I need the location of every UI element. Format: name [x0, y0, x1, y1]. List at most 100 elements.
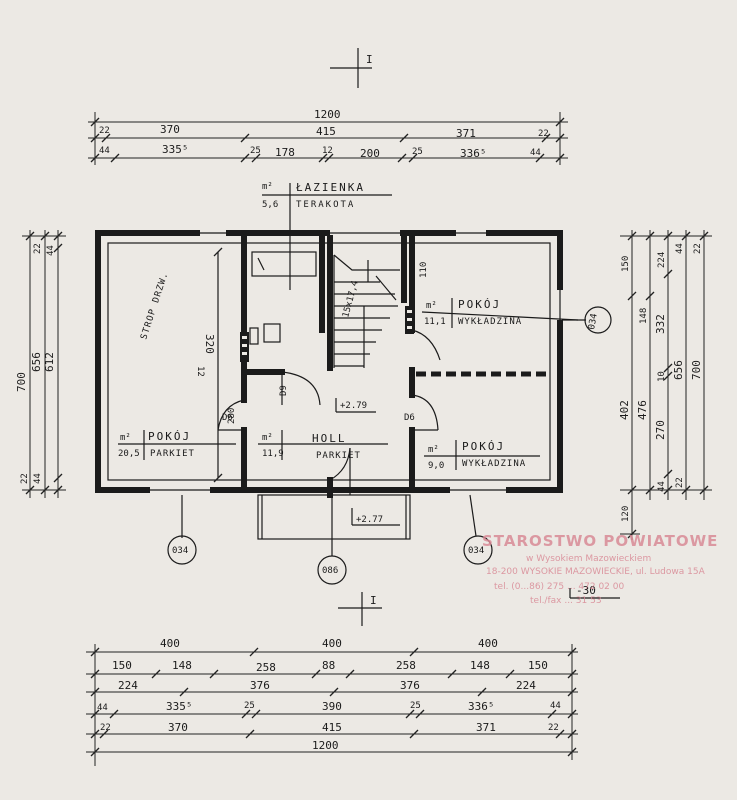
dim-bot-r2-2: 258 [256, 661, 276, 674]
dim-top-r2-4: 12 [322, 146, 333, 156]
room-ne-area: 11,1 [424, 317, 446, 327]
dim-top-r1-0: 22 [99, 126, 110, 136]
section-mark-top: I [330, 48, 373, 88]
dim-top-r2-6: 25 [412, 147, 423, 157]
bubble-0: 034 [172, 546, 188, 556]
stamp-line2: w Wysokiem Mazowieckiem [526, 554, 651, 564]
room-se-area: 9,0 [428, 461, 444, 471]
dim-right-s1: 22 [693, 243, 703, 254]
hall-area: 11,9 [262, 449, 284, 459]
dim-bot-r5-3: 371 [476, 721, 496, 734]
dim-top-r2-7: 336⁵ [460, 147, 487, 160]
dim-bot-r2-4: 258 [396, 659, 416, 672]
dim-right-c4: 656 [672, 360, 685, 380]
dim-left-c: 612 [43, 352, 56, 372]
dim-bot-r2-5: 148 [470, 659, 490, 672]
doors [217, 329, 441, 495]
office-stamp: STAROSTWO POWIATOWE w Wysokiem Mazowieck… [482, 532, 718, 606]
dim-right-c5: 700 [690, 360, 703, 380]
level-ground: -30 [569, 584, 620, 599]
dim-top-r1-4: 22 [538, 129, 549, 139]
bath-area-unit: m² [262, 182, 273, 192]
dim-110: 110 [419, 262, 429, 278]
dim-right-c2-1: 476 [636, 400, 649, 420]
dim-bot-r4-5: 336⁵ [468, 700, 495, 713]
room-se-floor: WYKŁADZINA [462, 459, 526, 469]
dim-top-r2-5: 200 [360, 147, 380, 160]
dim-bot-r2-0: 150 [112, 659, 132, 672]
bath-area: 5,6 [262, 200, 278, 210]
dim-bot-r3-2: 376 [400, 679, 420, 692]
dim-left-b: 656 [30, 352, 43, 372]
dim-top-r2-2: 25 [250, 146, 261, 156]
label-hall: m² HOLL 11,9 PARKIET +2.79 D9 D6 [258, 385, 415, 461]
dim-top-r1-1: 370 [160, 123, 180, 136]
dim-left-a: 700 [15, 372, 28, 392]
dim-right-c3-3: 270 [654, 420, 667, 440]
stamp-line4: tel. (0...86) 275 ... 472 02 00 [494, 582, 624, 592]
dim-right-c3-4: 44 [657, 481, 667, 492]
dim-right-c2-0: 148 [639, 308, 649, 324]
dim-right-c3-0: 224 [657, 252, 667, 268]
left-dimension-chain: 700 656 612 22 44 22 44 [15, 230, 66, 498]
dim-top-r2-3: 178 [275, 146, 295, 159]
dim-top-r2-0: 44 [99, 146, 110, 156]
room-left-unit: m² [120, 433, 131, 443]
hall-name: HOLL [312, 432, 347, 445]
dim-bot-r4-4: 25 [410, 701, 421, 711]
door-d9: D9 [279, 385, 289, 396]
dim-left-e2: 44 [33, 473, 43, 484]
dim-bot-r2-3: 88 [322, 659, 335, 672]
dim-top-r1-2: 415 [316, 125, 336, 138]
section-mark-bottom: I [338, 592, 382, 626]
dim-top-r2-1: 335⁵ [162, 143, 189, 156]
dim-bot-r5-0: 22 [100, 723, 111, 733]
bath-name: ŁAZIENKA [295, 181, 365, 194]
level-ground-text: -30 [576, 584, 596, 597]
dim-right-c1-1: 402 [618, 400, 631, 420]
dim-bot-r5-2: 415 [322, 721, 342, 734]
stamp-title: STAROSTWO POWIATOWE [482, 532, 718, 550]
dim-top-r1-3: 371 [456, 127, 476, 140]
dim-bot-r2-6: 150 [528, 659, 548, 672]
dim-right-c3-1: 332 [654, 314, 667, 334]
dim-bot-r5-4: 22 [548, 723, 559, 733]
room-ne-name: POKÓJ [458, 298, 501, 311]
entrance-porch: +2.77 [257, 494, 411, 540]
dim-bot-r1-1: 400 [322, 637, 342, 650]
dim-left-d1: 22 [33, 243, 43, 254]
dim-bot-r2-1: 148 [172, 659, 192, 672]
section-bubbles: 034 034 034 086 [167, 306, 612, 585]
stamp-line3: 18-200 WYSOKIE MAZOWIECKIE, ul. Ludowa 1… [486, 567, 706, 577]
beam-dim: 12 [195, 366, 205, 377]
interior-walls [241, 235, 548, 498]
dim-left-e1: 22 [20, 473, 30, 484]
dim-bot-r3-0: 224 [118, 679, 138, 692]
dim-bot-r1-0: 400 [160, 637, 180, 650]
dim-bot-r3-1: 376 [250, 679, 270, 692]
level-porch: +2.77 [356, 515, 383, 525]
room-ne-floor: WYKŁADZINA [458, 317, 522, 327]
bottom-dimension-chain: 400 400 400 150 148 258 88 258 148 150 2… [86, 637, 578, 766]
top-dimension-chain: 1200 22 370 415 371 22 44 335⁵ 25 178 12… [88, 108, 568, 165]
dim-bot-total: 1200 [312, 739, 339, 752]
stamp-line5: tel./fax ... 31 53 [530, 596, 602, 606]
dim-bot-r4-6: 44 [550, 701, 561, 711]
dim-right-s0: 44 [675, 243, 685, 254]
label-bathroom: m² ŁAZIENKA 5,6 TERAKOTA [262, 181, 392, 290]
dim-right-c1-0: 150 [621, 256, 631, 272]
dim-bot-r5-1: 370 [168, 721, 188, 734]
room-se-name: POKÓJ [462, 440, 505, 453]
wall-280: 280 [227, 408, 237, 424]
bathroom-fixtures [249, 251, 317, 345]
dim-top-r2-8: 44 [530, 148, 541, 158]
dim-bot-r1-2: 400 [478, 637, 498, 650]
hall-unit: m² [262, 433, 273, 443]
label-room-ne: m² POKÓJ 11,1 WYKŁADZINA 110 [419, 262, 579, 328]
dim-right-c1-2: 120 [621, 506, 631, 522]
room-left-name: POKÓJ [148, 430, 191, 443]
span-dim: 320 [203, 334, 216, 354]
dim-bot-r4-3: 390 [322, 700, 342, 713]
